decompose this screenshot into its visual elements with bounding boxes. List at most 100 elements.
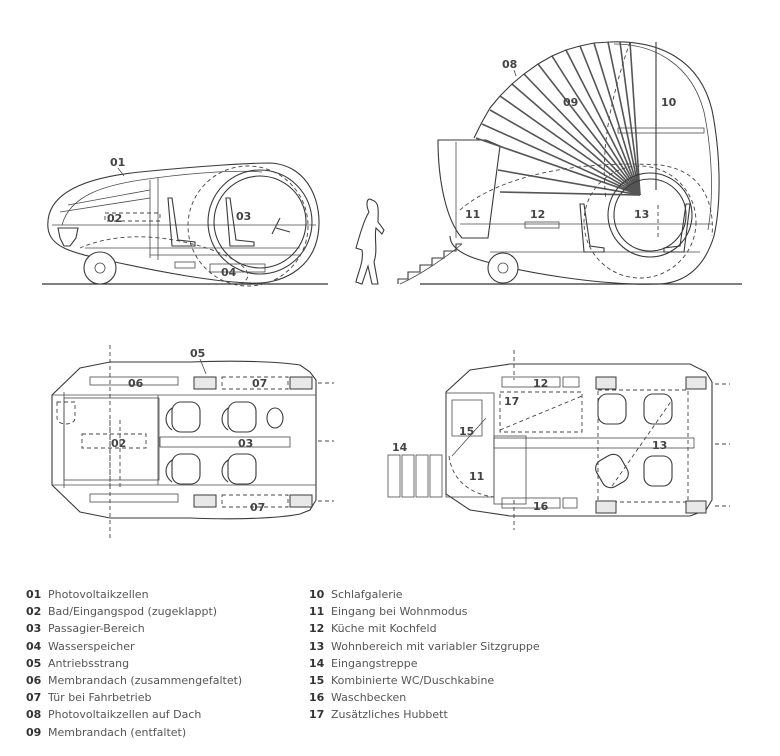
- drive-mode-top-view: 05 06 07 02 03 07: [51, 345, 334, 540]
- wheel-rear: [83, 251, 117, 285]
- legend-label: Wasserspeicher: [48, 639, 135, 653]
- legend-number: 07: [26, 691, 42, 705]
- ring-path-dashed: [583, 165, 697, 279]
- wheel-hub: [94, 262, 106, 274]
- legend-label: Antriebsstrang: [48, 656, 130, 670]
- toilet-outline: [56, 401, 76, 425]
- pod-outline-dashed: [81, 433, 147, 449]
- callout-08: 08: [502, 58, 517, 71]
- drive-unit-wheel: [595, 376, 617, 390]
- seat-icon: [663, 203, 691, 253]
- shell-outline: [449, 41, 720, 285]
- hidden-line: [603, 41, 631, 201]
- legend-number: 14: [309, 656, 325, 670]
- photovoltaic-roof-edge: [473, 41, 611, 139]
- center-console: [493, 437, 695, 449]
- water-tank: [174, 261, 196, 269]
- callout-16: 16: [533, 500, 549, 513]
- callout-07: 07: [252, 377, 267, 390]
- callout-12: 12: [530, 208, 545, 221]
- membrane-roof-folded: [89, 493, 179, 503]
- shower-diagonal: [451, 417, 487, 457]
- legend-item: 09 Membrandach (entfaltet): [26, 724, 242, 741]
- pod-outline-dashed: [104, 212, 161, 222]
- shell-inner: [613, 43, 712, 231]
- legend-number: 01: [26, 588, 42, 601]
- door-outline: [221, 376, 289, 390]
- water-tank: [209, 263, 266, 273]
- legend-label: Wohnbereich mit variabler Sitzgruppe: [331, 639, 540, 653]
- ring-inner: [613, 178, 687, 252]
- callout-11: 11: [465, 208, 480, 221]
- callout-13: 13: [634, 208, 649, 221]
- seat-front-icon: [225, 197, 255, 247]
- drive-mode-side-view: 01 02 03 04: [42, 156, 328, 287]
- sleeping-gallery: [617, 127, 705, 134]
- seating-area-outline: [597, 389, 689, 503]
- hidden-line: [79, 236, 249, 285]
- living-mode-top-view: 12 17 15 14 11 13 16: [387, 350, 730, 530]
- callout-06: 06: [128, 377, 144, 390]
- table: [493, 435, 527, 505]
- callout-01: 01: [110, 156, 125, 169]
- legend-number: 15: [309, 674, 325, 688]
- callout-03: 03: [238, 437, 253, 450]
- legend-label: Eingangstreppe: [331, 656, 418, 670]
- person-figure: [355, 198, 385, 285]
- legend-number: 12: [309, 622, 325, 636]
- lift-bed-outline: [499, 391, 583, 433]
- window-line: [59, 197, 151, 213]
- leader-line: [199, 358, 207, 375]
- door-outline: [221, 494, 289, 508]
- legend-label: Küche mit Kochfeld: [331, 622, 437, 636]
- legend-label: Eingang bei Wohnmodus: [331, 605, 468, 619]
- rotating-ring-inner: [213, 175, 307, 269]
- ring-path-dashed: [187, 165, 309, 287]
- legend-label: Waschbecken: [331, 691, 407, 705]
- legend-number: 17: [309, 708, 325, 722]
- legend-number: 08: [26, 708, 42, 722]
- drive-unit-wheel: [595, 500, 617, 514]
- entrance-stairs: [397, 243, 463, 285]
- legend-number: 06: [26, 674, 42, 688]
- callout-09: 09: [563, 96, 578, 109]
- seat-icon: [643, 393, 673, 425]
- callout-14: 14: [392, 441, 408, 454]
- legend-number: 09: [26, 725, 42, 739]
- drive-unit-wheel: [193, 494, 217, 508]
- seat-icon: [643, 455, 673, 487]
- membrane-roof-folded: [89, 376, 179, 386]
- callout-12: 12: [533, 377, 548, 390]
- legend-label: Membrandach (entfaltet): [48, 725, 187, 739]
- legend-item: 10 Schlafgalerie: [309, 586, 540, 603]
- legend-label: Bad/Eingangspod (zugeklappt): [48, 605, 218, 619]
- callout-05: 05: [190, 347, 205, 360]
- hidden-line: [459, 163, 713, 237]
- legend-label: Schlafgalerie: [331, 588, 403, 601]
- toilet-icon: [57, 227, 79, 247]
- callout-11: 11: [469, 470, 484, 483]
- entrance-stairs-top: [387, 454, 443, 498]
- kitchen-counter: [524, 221, 560, 229]
- inner-roof-line: [61, 170, 263, 226]
- seat-icon: [579, 203, 605, 253]
- wc-cabin: [451, 399, 483, 437]
- seat-icon: [165, 401, 201, 433]
- legend-number: 10: [309, 588, 325, 601]
- legend-label: Membrandach (zusammengefaltet): [48, 674, 243, 688]
- rotating-ring-outer: [207, 169, 313, 275]
- wheel-hub: [497, 262, 509, 274]
- callout-17: 17: [504, 395, 519, 408]
